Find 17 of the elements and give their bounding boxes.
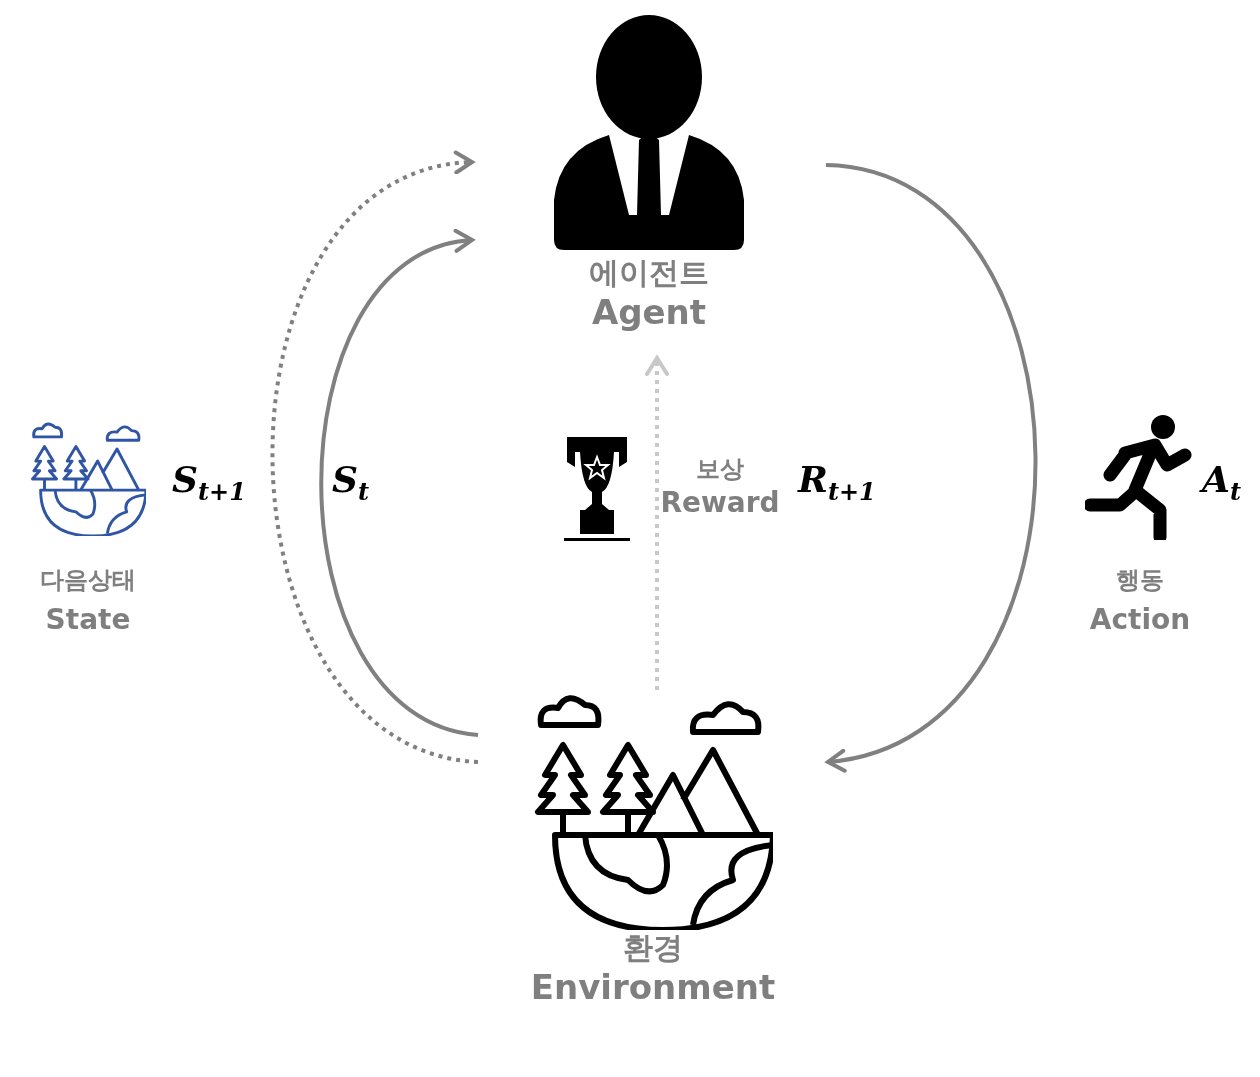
node-label: 환경 [623, 930, 683, 966]
text-label: State [44, 603, 132, 637]
text-label: Action [1088, 603, 1192, 637]
text-label: 다음상태 [39, 565, 137, 595]
node-label: 에이전트 [589, 255, 709, 291]
node-label: Agent [591, 291, 707, 333]
arrow [645, 356, 669, 690]
arrow [825, 163, 1038, 770]
edge-label: S$_{t}$ [332, 458, 370, 507]
text-label: Reward [660, 486, 780, 520]
node-label: Environment [530, 966, 776, 1008]
arrow [319, 232, 479, 737]
text-label: 보상 [695, 454, 745, 484]
text-label: 행동 [1115, 565, 1165, 595]
arrow [270, 153, 479, 764]
edge-label: R$_{t+1}$ [798, 458, 876, 507]
edge-label: S$_{t+1}$ [172, 458, 246, 507]
